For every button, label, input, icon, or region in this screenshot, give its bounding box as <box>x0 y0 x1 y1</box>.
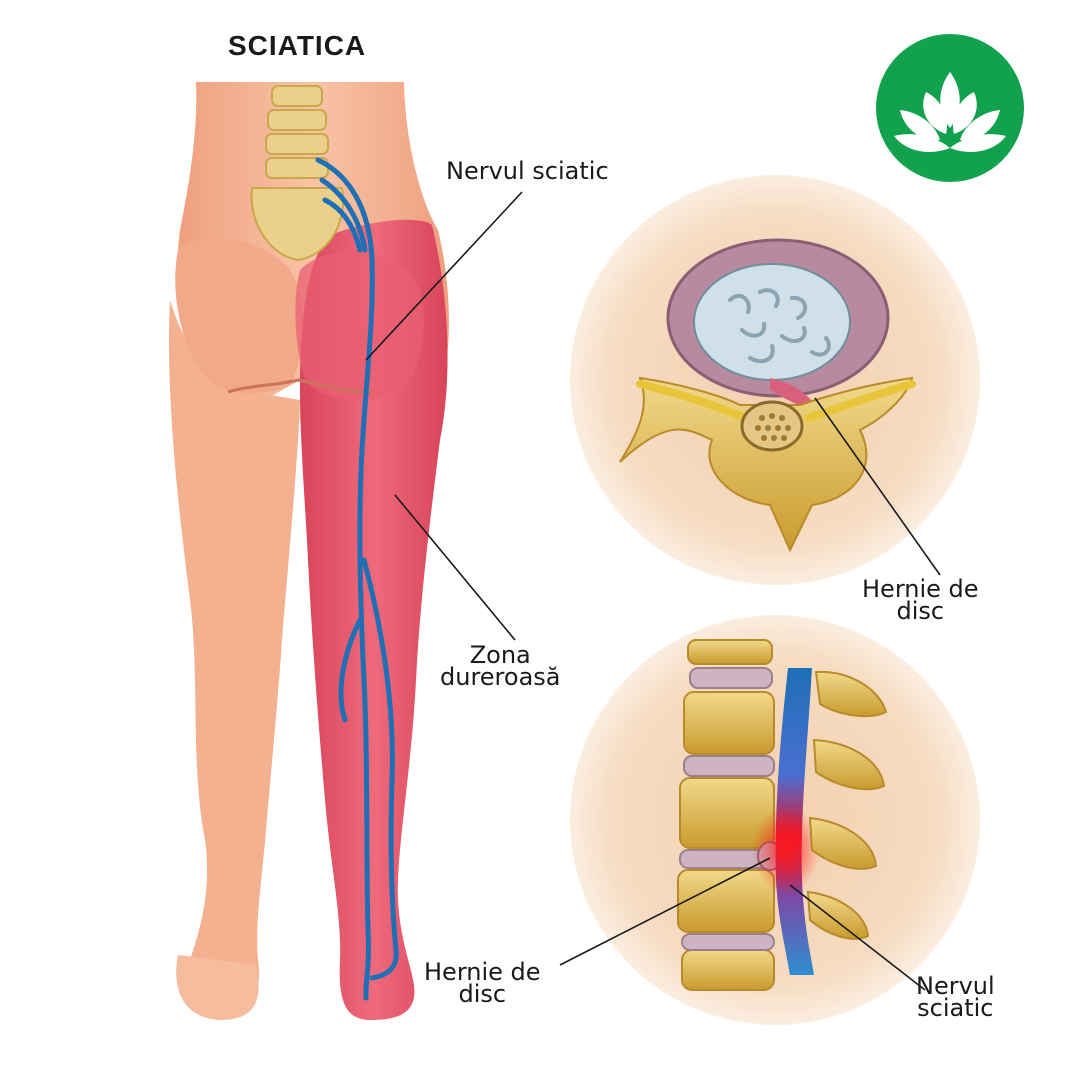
right-buttock <box>295 251 424 400</box>
label-sciatic-nerve-top: Nervul sciatic <box>446 157 609 185</box>
leader-lines <box>365 191 941 991</box>
sciatic-nerve <box>315 157 399 1001</box>
label-herniated-disc-bottom: Hernie de disc <box>424 958 541 1008</box>
label-sciatic-nerve-bottom-line2: sciatic <box>917 994 994 1022</box>
leader-sciatic-nerve-bottom <box>789 884 926 991</box>
label-pain-zone: Zona dureroasă <box>440 641 561 691</box>
lumbar-spine <box>250 85 345 262</box>
body-illustration <box>169 82 449 1020</box>
intervertebral-discs <box>679 667 775 951</box>
leader-sciatic-nerve-top <box>365 191 523 361</box>
spinal-cord-cross-section <box>740 400 804 452</box>
buttock-crease <box>227 378 373 394</box>
vertebral-bodies <box>677 639 775 991</box>
pain-zone <box>300 219 448 1020</box>
label-herniated-disc-top-line1: Hernie de <box>862 575 979 603</box>
label-herniated-disc-top-line2: disc <box>896 597 945 625</box>
nerve-root-right <box>804 380 916 422</box>
lotus-icon <box>876 34 1024 182</box>
diagram-title: SCIATICA <box>228 30 367 61</box>
nerve-root-left <box>636 380 750 422</box>
label-pain-zone-line1: Zona <box>469 641 531 669</box>
label-sciatic-nerve-top-text: Nervul sciatic <box>446 157 609 185</box>
vertebral-arch <box>619 376 914 553</box>
label-sciatic-nerve-bottom-line1: Nervul <box>916 972 995 1000</box>
pain-hotspot <box>752 806 820 894</box>
leader-herniated-disc-top <box>814 397 941 576</box>
disc-nucleus <box>693 263 851 381</box>
label-pain-zone-line2: dureroasă <box>440 663 561 691</box>
label-herniated-disc-bottom-line2: disc <box>458 980 507 1008</box>
left-foot <box>176 955 259 1020</box>
sagittal-spine-view <box>570 615 980 1025</box>
label-herniated-disc-bottom-line1: Hernie de <box>424 958 541 986</box>
leader-pain-zone <box>394 494 516 641</box>
axial-vertebra-view <box>570 175 980 585</box>
left-buttock <box>175 238 304 394</box>
spinous-processes <box>806 670 888 940</box>
leader-herniated-disc-bottom <box>559 857 771 966</box>
label-herniated-disc-top: Hernie de disc <box>862 575 979 625</box>
label-sciatic-nerve-bottom: Nervul sciatic <box>916 972 995 1022</box>
left-leg <box>169 300 300 1015</box>
